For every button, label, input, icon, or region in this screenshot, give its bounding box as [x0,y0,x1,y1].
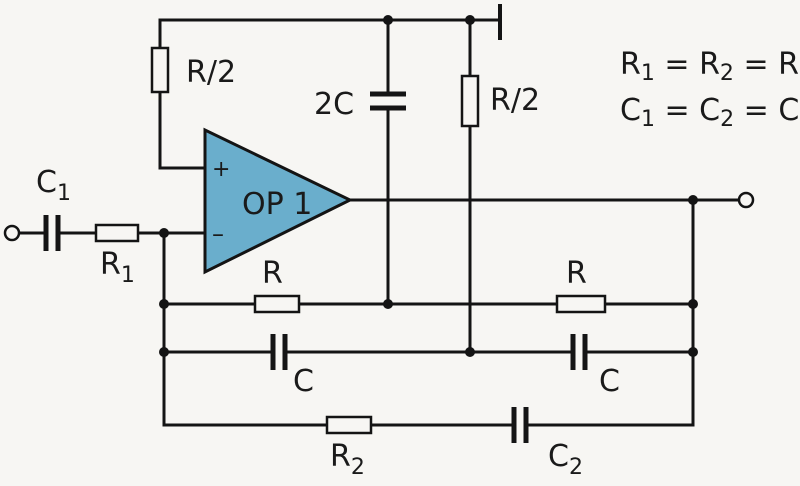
label-c2: C2 [548,439,583,480]
capacitor-c-mid-left [270,334,288,370]
capacitor-c2 [511,407,529,443]
equation-capacitors: C1 = C2 = C [620,93,799,132]
label-r-mid-left: R [262,256,283,291]
resistor-r-half-left [150,46,170,94]
capacitor-c1 [43,215,61,251]
op-amp-triangle [203,127,354,275]
resistor-r2 [325,415,373,435]
resistor-r-mid-right [555,294,607,314]
label-c-mid-left: C [293,364,314,399]
junction-dots [159,15,698,357]
label-r-half-left: R/2 [186,55,236,90]
output-terminal [737,191,755,209]
r-half-left-wire [158,18,207,170]
resistor-r-mid-left [253,294,301,314]
label-r-half-right: R/2 [490,83,540,118]
capacitor-c-mid-right [570,334,588,370]
resistor-r-half-right [460,74,480,128]
op-amp-minus: – [212,220,224,248]
input-terminal [3,224,21,242]
op-amp-label: OP 1 [242,187,312,222]
label-c-mid-right: C [599,364,620,399]
label-cap-2c: 2C [314,87,354,122]
label-r-mid-right: R [566,256,587,291]
resistor-r1 [94,223,140,243]
op-amp-plus: + [212,157,230,182]
wires [18,4,742,427]
label-r1: R1 [100,247,135,288]
label-r2: R2 [330,439,365,480]
label-c1: C1 [36,165,71,206]
capacitor-2c [370,91,406,111]
equation-resistors: R1 = R2 = R [620,47,799,86]
